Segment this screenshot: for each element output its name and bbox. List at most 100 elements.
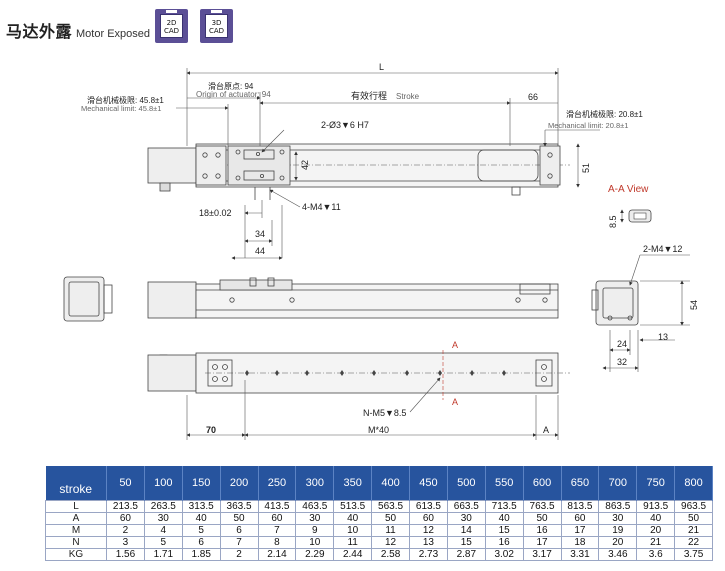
- dim-34: 34: [255, 229, 265, 239]
- table-cell: 30: [598, 512, 638, 525]
- floppy-2d-icon: 2D CAD: [160, 14, 183, 38]
- table-cell: 1.71: [143, 548, 183, 561]
- table-cell: 17: [522, 536, 562, 549]
- cad-3d-button[interactable]: 3D CAD: [200, 9, 233, 43]
- table-cell: 3.31: [560, 548, 600, 561]
- header-stroke: stroke: [45, 466, 107, 501]
- table-cell: 3.6: [636, 548, 676, 561]
- header-cell: 800: [674, 466, 713, 501]
- table-cell: 7: [257, 524, 297, 537]
- dim-66: 66: [528, 92, 538, 102]
- table-cell: 60: [106, 512, 145, 525]
- cad-2d-button[interactable]: 2D CAD: [155, 9, 188, 43]
- thread-spec-4: 4-M4▼11: [302, 202, 341, 212]
- dim-13: 13: [658, 332, 668, 342]
- dim-24: 24: [617, 339, 627, 349]
- mech-left-cn: 滑台机械极限: 45.8±1: [87, 95, 164, 105]
- header-cell: 700: [598, 466, 638, 501]
- table-cell: 3.17: [522, 548, 562, 561]
- title-cn: 马达外露: [6, 22, 73, 41]
- aa-view: A-A View 8.5: [608, 184, 652, 228]
- table-cell: 10: [295, 536, 335, 549]
- table-cell: 1.85: [181, 548, 221, 561]
- table-cell: 263.5: [143, 500, 183, 513]
- table-cell: 563.5: [371, 500, 410, 513]
- table-cell: 15: [446, 536, 486, 549]
- table-cell: 5: [143, 536, 183, 549]
- table-header-row: stroke 50 100 150 200 250 300 350 400 45…: [45, 466, 713, 501]
- dim-l: L: [379, 62, 384, 72]
- table-cell: 18: [560, 536, 600, 549]
- dim-a: A: [543, 425, 549, 435]
- mech-right-en: Mechanical limit: 20.8±1: [548, 121, 628, 130]
- table-cell: 763.5: [522, 500, 562, 513]
- thread-spec-n: N-M5▼8.5: [363, 408, 406, 418]
- table-cell: 30: [295, 512, 335, 525]
- table-cell: 9: [295, 524, 335, 537]
- header-cell: 150: [182, 466, 221, 501]
- cad-2d-line2: CAD: [163, 27, 180, 35]
- table-cell: 963.5: [674, 500, 713, 513]
- bottom-view: [147, 352, 570, 394]
- table-cell: 413.5: [257, 500, 297, 513]
- floppy-notch: [166, 10, 177, 13]
- table-cell: 813.5: [560, 500, 600, 513]
- section-a-top: A: [452, 340, 458, 350]
- table-cell: 50: [219, 512, 259, 525]
- header-cell: 350: [333, 466, 373, 501]
- table-cell: 2.14: [257, 548, 297, 561]
- origin-en: Origin of actuator: 94: [196, 90, 271, 99]
- table-cell: 40: [181, 512, 221, 525]
- table-cell: 20: [598, 536, 638, 549]
- header-cell: 600: [523, 466, 562, 501]
- header-cell: 500: [447, 466, 486, 501]
- table-cell: 6: [219, 524, 259, 537]
- table-cell: 60: [257, 512, 297, 525]
- table-cell: 2.44: [333, 548, 373, 561]
- table-cell: 40: [333, 512, 373, 525]
- table-cell: 40: [484, 512, 524, 525]
- table-cell: 12: [409, 524, 448, 537]
- row-label: N: [45, 536, 107, 549]
- table-cell: 4: [143, 524, 183, 537]
- table-cell: 30: [143, 512, 183, 525]
- table-cell: 40: [636, 512, 676, 525]
- header-cell: 550: [485, 466, 524, 501]
- table-cell: 11: [371, 524, 410, 537]
- table-cell: 2: [106, 524, 145, 537]
- dim-44: 44: [255, 246, 265, 256]
- row-label: L: [45, 500, 107, 513]
- header-cell: 650: [561, 466, 600, 501]
- table-cell: 513.5: [333, 500, 373, 513]
- table-cell: 2: [219, 548, 259, 561]
- table-cell: 3.46: [598, 548, 638, 561]
- table-cell: 2.87: [446, 548, 486, 561]
- table-cell: 19: [598, 524, 638, 537]
- header-cell: 750: [636, 466, 676, 501]
- technical-drawing: L 滑台原点: 94 Origin of actuator: 94 滑台机械极限…: [63, 62, 699, 440]
- dim-32: 32: [617, 357, 627, 367]
- header-cell: 400: [371, 466, 410, 501]
- motor-body: [147, 147, 197, 184]
- table-cell: 3.02: [484, 548, 524, 561]
- table-cell: 463.5: [295, 500, 335, 513]
- top-view: [147, 143, 570, 200]
- table-cell: 12: [371, 536, 410, 549]
- hole-spec: 2-Ø3▼6 H7: [321, 120, 369, 130]
- table-cell: 313.5: [181, 500, 221, 513]
- table-cell: 2.73: [409, 548, 448, 561]
- table-cell: 613.5: [409, 500, 448, 513]
- thread-spec-2: 2-M4▼12: [643, 244, 682, 254]
- dim-54: 54: [689, 300, 699, 310]
- mech-right-cn: 滑台机械极限: 20.8±1: [566, 109, 643, 119]
- dim-8-5: 8.5: [608, 215, 618, 228]
- row-label: A: [45, 512, 107, 525]
- table-cell: 14: [446, 524, 486, 537]
- table-cell: 17: [560, 524, 600, 537]
- table-cell: 22: [674, 536, 713, 549]
- end-view: [591, 280, 639, 326]
- table-cell: 50: [522, 512, 562, 525]
- row-label: M: [45, 524, 107, 537]
